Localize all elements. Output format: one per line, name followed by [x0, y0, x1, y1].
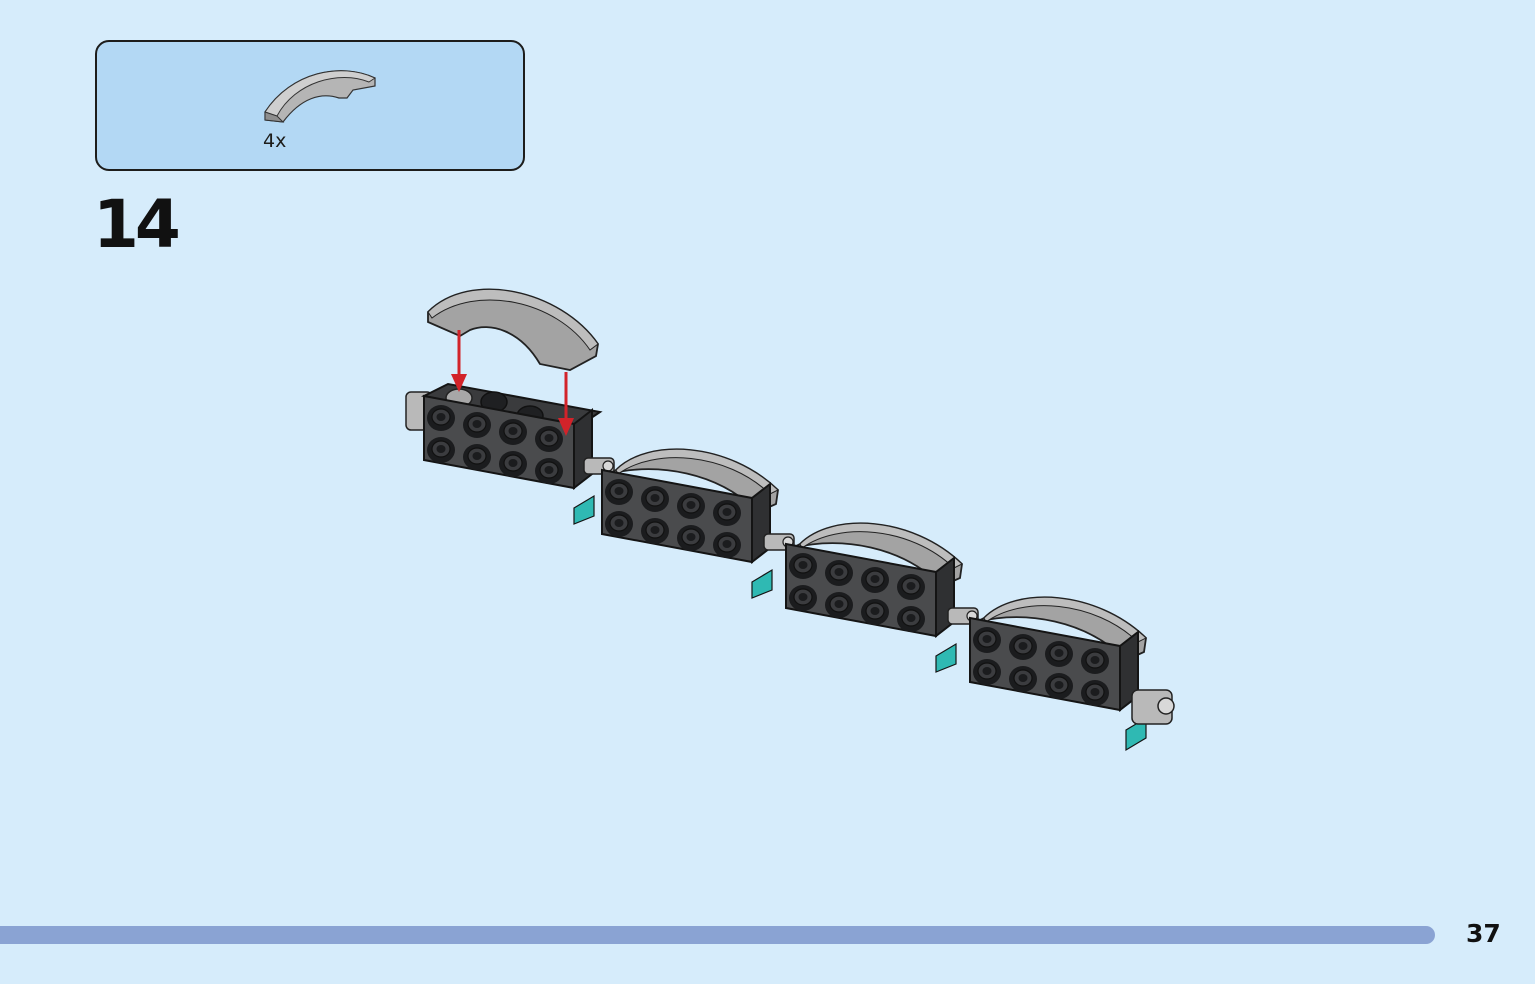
part-quantity: 4x: [263, 130, 287, 152]
assembly-segment-2: [602, 448, 795, 599]
assembly-segment-3: [786, 522, 979, 673]
assembly-segment-4: [970, 596, 1175, 752]
progress-bar: [0, 926, 1435, 944]
parts-callout: 4x: [95, 40, 525, 171]
step-number: 14: [93, 186, 181, 263]
page-number: 37: [1466, 919, 1501, 948]
curved-slope-brick-icon: [264, 70, 377, 123]
assembly-segment-1: [405, 382, 615, 525]
slope-piece-placement: [427, 288, 599, 436]
